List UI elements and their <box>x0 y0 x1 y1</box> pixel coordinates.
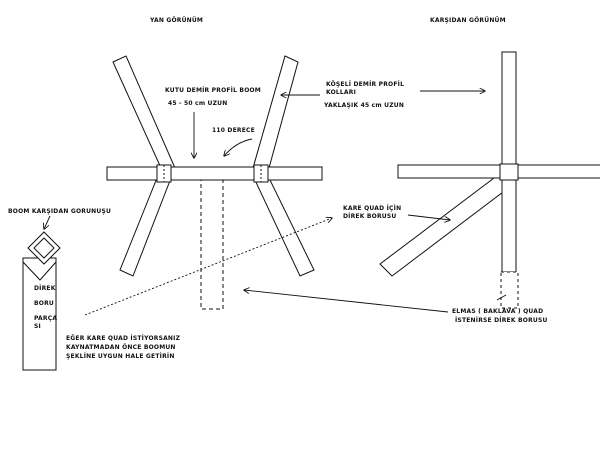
note-line-1: EĞER KARE QUAD İSTİYORSANIZ <box>66 335 181 342</box>
mast-pipe-piece <box>22 257 57 371</box>
arms-label-2: KOLLARI <box>326 89 356 96</box>
annotation-arrows <box>44 91 507 316</box>
labels: KUTU DEMİR PROFİL BOOM 45 - 50 cm UZUN 1… <box>8 81 548 360</box>
square-quad-arrow <box>407 214 450 220</box>
lower-right-arm <box>253 177 315 277</box>
mast-arrow <box>244 290 449 313</box>
front-horizontal-arm <box>397 164 600 179</box>
side-view <box>106 55 323 310</box>
diamond-arrow <box>496 294 507 301</box>
note-line-2: KAYNATMADAN ÖNCE BOOMUN <box>66 344 176 351</box>
front-center-hub <box>499 163 519 181</box>
angle-arc <box>224 138 253 156</box>
pipe-label-2: BORU <box>34 300 54 307</box>
note-line-3: ŞEKLİNE UYGUN HALE GETİRİN <box>66 353 175 360</box>
boom-box-profile <box>106 166 323 181</box>
upper-right-arm <box>252 55 299 169</box>
angle-label: 110 DERECE <box>212 127 255 134</box>
upper-left-arm <box>112 55 176 169</box>
titles: YAN GÖRÜNÜM KARŞIDAN GÖRÜNÜM <box>149 17 506 24</box>
pipe-label-3: PARÇA <box>34 315 57 322</box>
diamond-label-1: ELMAS ( BAKLAVA ) QUAD <box>452 308 543 315</box>
arms-label-3: YAKLAŞIK 45 cm UZUN <box>323 102 404 109</box>
square-quad-label-2: DİREK BORUSU <box>343 213 396 220</box>
boom-label-1: KUTU DEMİR PROFİL BOOM <box>165 87 261 94</box>
diamond-quad-mast-pipe <box>500 271 519 309</box>
arms-label-1: KÖŞELİ DEMİR PROFİL <box>326 81 404 88</box>
front-view-title: KARŞIDAN GÖRÜNÜM <box>430 17 506 24</box>
side-view-title: YAN GÖRÜNÜM <box>149 17 203 24</box>
square-quad-mast-pipe <box>379 174 512 277</box>
boom-front-view-label: BOOM KARŞIDAN GORUNUŞU <box>8 208 111 215</box>
diamond-label-2: İSTENİRSE DİREK BORUSU <box>455 317 548 324</box>
square-quad-label-1: KARE QUAD İÇİN <box>343 205 401 212</box>
mast-pipe-side <box>200 179 224 310</box>
lower-left-arm <box>119 177 172 277</box>
front-view <box>379 51 600 309</box>
pipe-label-1: DİREK <box>34 285 56 292</box>
boom-front-detail <box>22 231 61 371</box>
front-vertical-arm <box>501 51 517 273</box>
boom-view-arrow <box>44 215 51 229</box>
boom-label-2: 45 - 50 cm UZUN <box>168 100 227 107</box>
pipe-label-4: SI <box>34 323 41 330</box>
note-arrow <box>84 218 332 316</box>
